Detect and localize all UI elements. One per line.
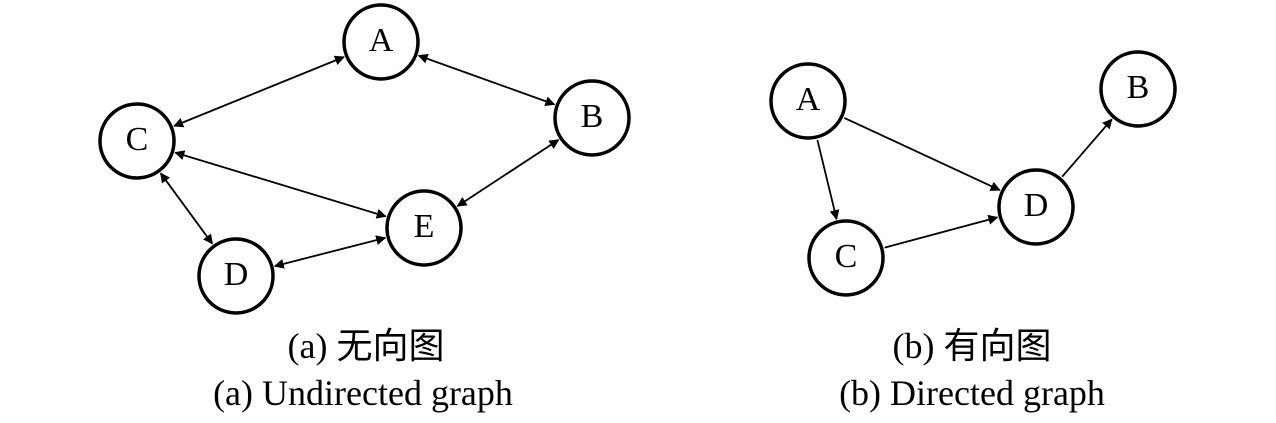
node-label: B bbox=[1127, 69, 1150, 106]
node-circle bbox=[769, 62, 847, 140]
node-circle bbox=[553, 79, 631, 157]
undirected-node-b: B bbox=[553, 79, 631, 157]
node-label: A bbox=[369, 22, 394, 59]
directed-edge-a-d bbox=[843, 117, 1001, 191]
undirected-edge-b-e bbox=[456, 139, 560, 207]
undirected-graph-panel: A B C D E (a) 无向图 (a) Undirected graph bbox=[98, 3, 631, 413]
node-circle bbox=[385, 189, 463, 267]
undirected-edge-a-c bbox=[173, 55, 345, 128]
node-label: E bbox=[414, 208, 435, 245]
directed-node-d: D bbox=[997, 168, 1075, 246]
node-label: A bbox=[796, 81, 821, 118]
node-label: B bbox=[581, 98, 604, 135]
node-circle bbox=[997, 168, 1075, 246]
directed-graph-edges bbox=[816, 117, 1113, 249]
node-circle bbox=[197, 237, 275, 315]
node-circle bbox=[1099, 50, 1177, 128]
directed-edge-a-c bbox=[816, 139, 840, 221]
directed-edge-c-d bbox=[884, 214, 999, 249]
undirected-node-a: A bbox=[342, 3, 420, 81]
undirected-graph-caption-english: (a) Undirected graph bbox=[213, 373, 513, 413]
undirected-node-c: C bbox=[98, 102, 176, 180]
node-circle bbox=[342, 3, 420, 81]
directed-graph-caption-chinese: (b) 有向图 bbox=[893, 326, 1052, 366]
node-label: C bbox=[126, 121, 149, 158]
undirected-edge-c-d bbox=[159, 172, 214, 245]
directed-graph-nodes: A B C D bbox=[769, 50, 1177, 297]
directed-graph-panel: A B C D (b) 有向图 (b) Directed graph bbox=[769, 50, 1177, 413]
undirected-edge-a-b bbox=[417, 53, 556, 107]
directed-node-a: A bbox=[769, 62, 847, 140]
directed-graph-caption-english: (b) Directed graph bbox=[839, 373, 1105, 413]
undirected-graph-nodes: A B C D E bbox=[98, 3, 631, 315]
node-label: C bbox=[835, 238, 858, 275]
node-label: D bbox=[1024, 187, 1049, 224]
undirected-graph-edges bbox=[159, 53, 560, 269]
node-label: D bbox=[224, 256, 249, 293]
undirected-edge-d-e bbox=[273, 235, 387, 269]
directed-node-c: C bbox=[807, 219, 885, 297]
node-circle bbox=[807, 219, 885, 297]
undirected-node-e: E bbox=[385, 189, 463, 267]
directed-node-b: B bbox=[1099, 50, 1177, 128]
directed-edge-d-b bbox=[1061, 118, 1113, 178]
undirected-node-d: D bbox=[197, 237, 275, 315]
undirected-graph-caption-chinese: (a) 无向图 bbox=[288, 326, 445, 366]
undirected-edge-c-e bbox=[174, 150, 387, 219]
node-circle bbox=[98, 102, 176, 180]
